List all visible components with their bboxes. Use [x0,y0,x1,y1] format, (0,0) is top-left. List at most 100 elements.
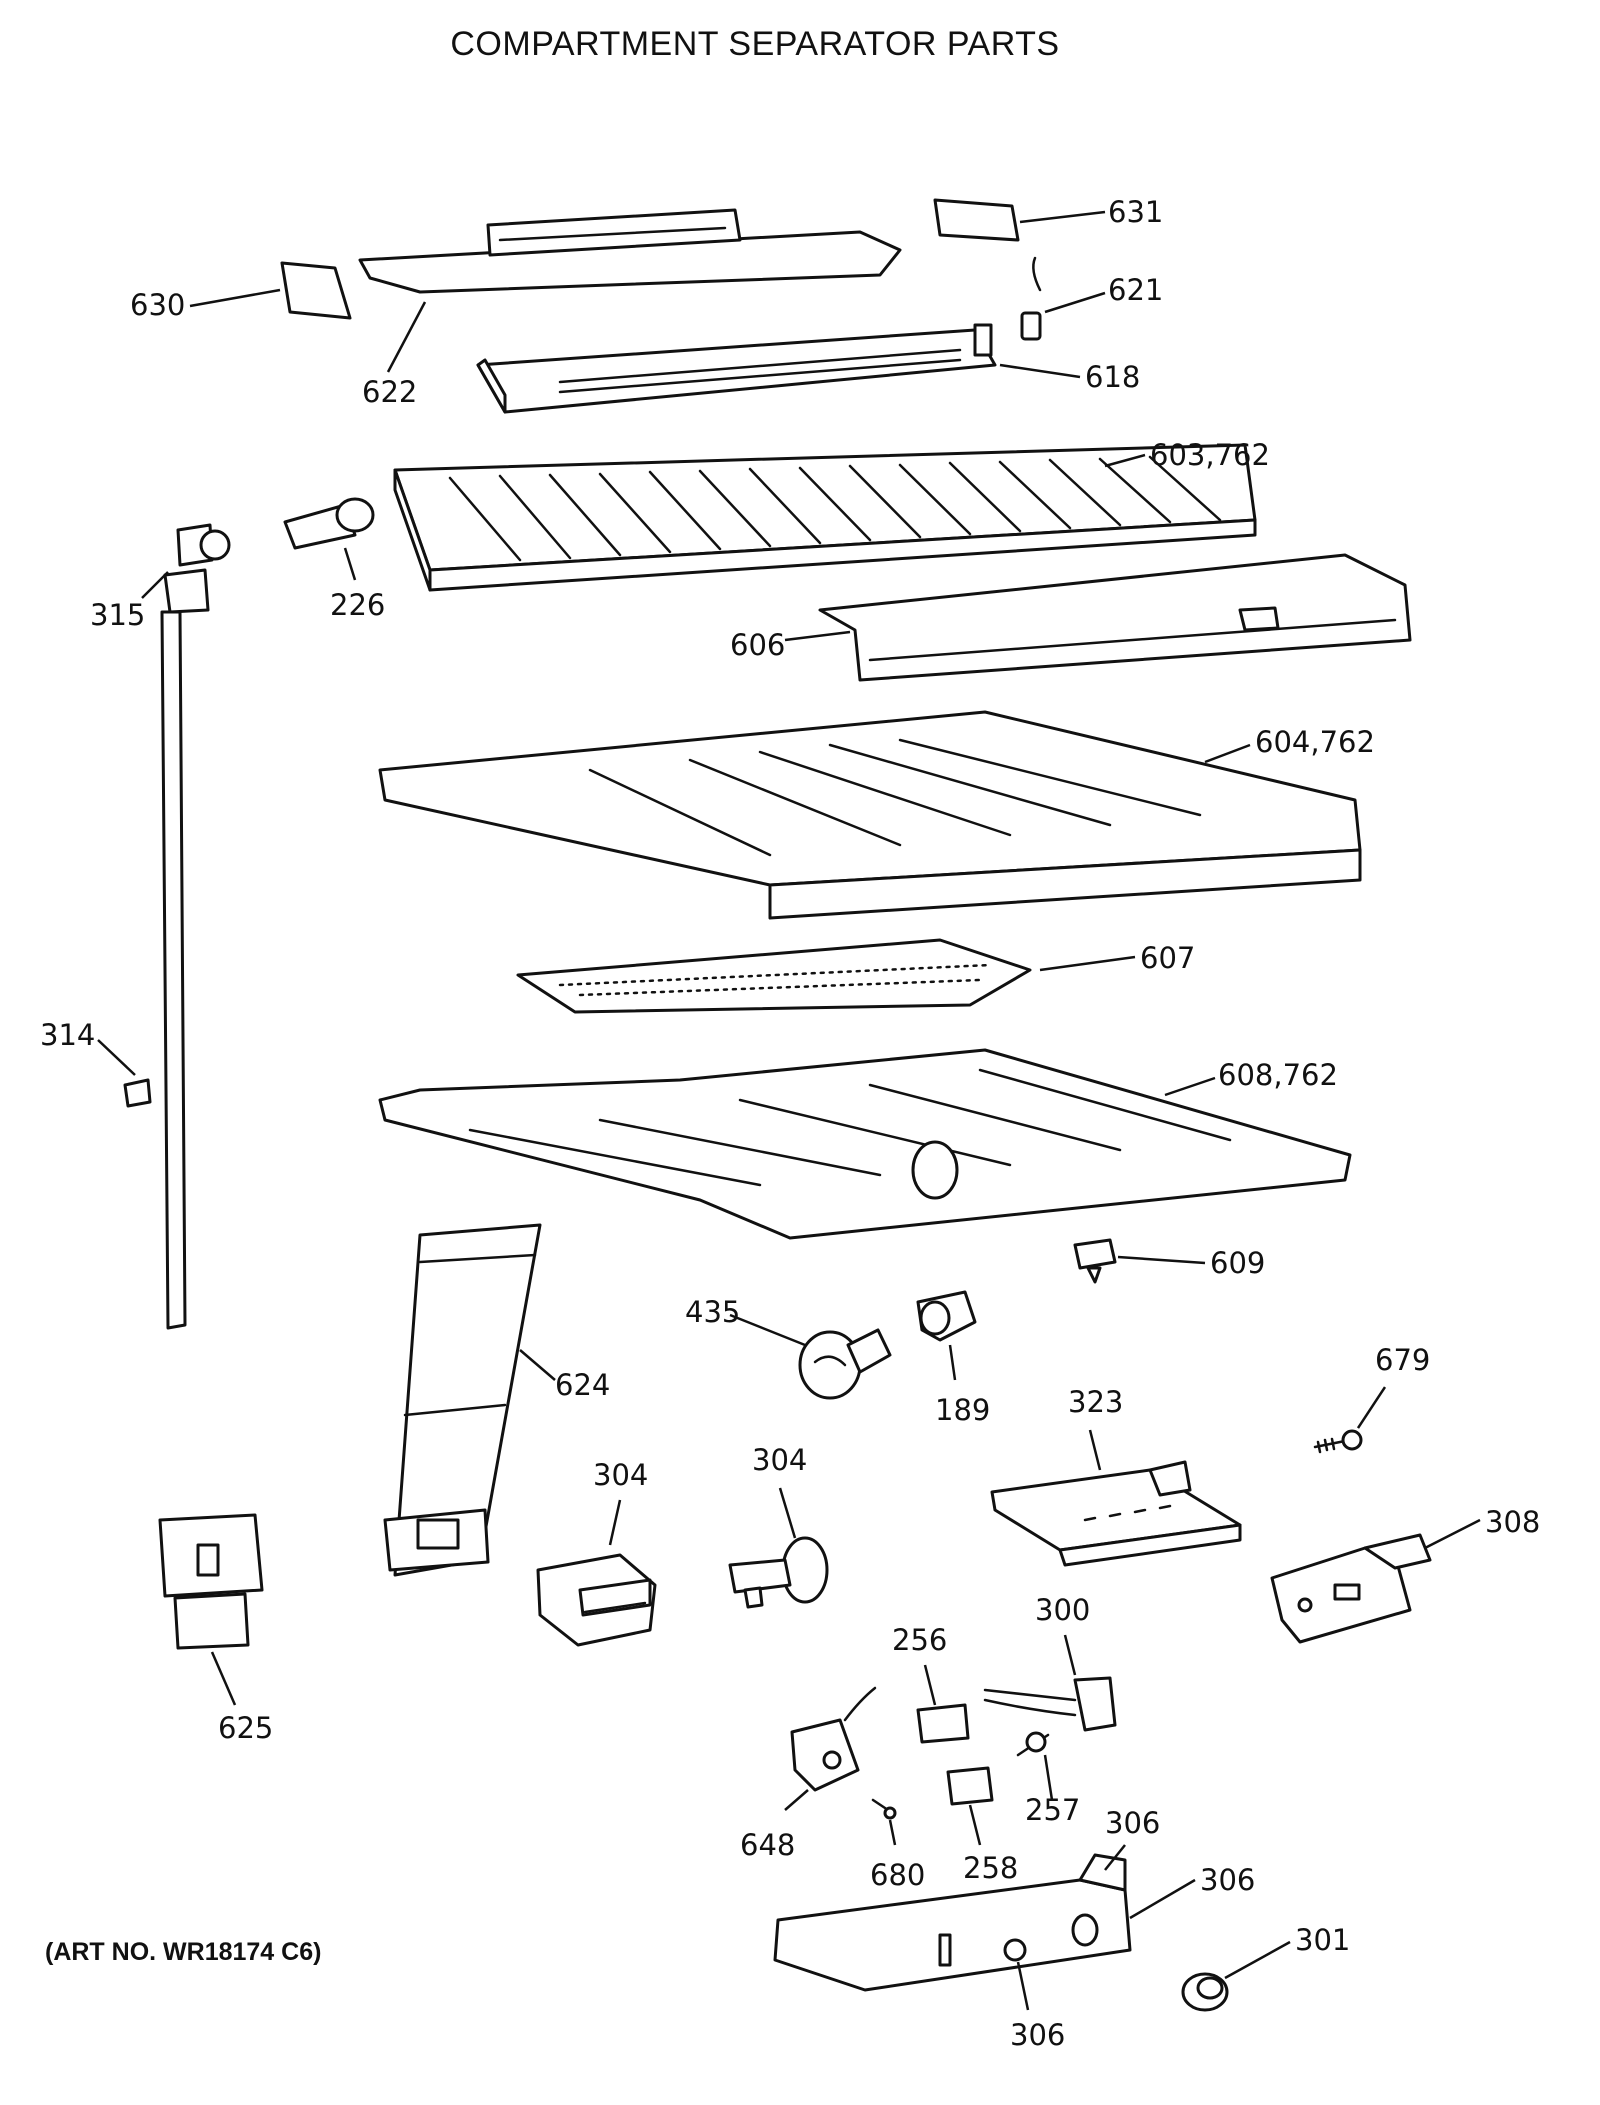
leader-306c [1016,1961,1030,2011]
leader-607 [1039,955,1136,972]
leader-608 [1164,1076,1216,1097]
part-603-shelf [393,443,1257,592]
part-625-switch-housing [158,1513,264,1650]
callout-609: 609 [1210,1246,1265,1280]
part-680-screw [871,1798,897,1820]
callout-304b: 304 [752,1443,807,1477]
leader-226 [343,547,357,581]
callout-226: 226 [330,588,385,622]
callout-603: 603,762 [1150,438,1270,472]
leader-624 [519,1349,556,1381]
part-624-duct [383,1223,542,1577]
leader-189 [948,1344,957,1381]
callout-618: 618 [1085,360,1140,394]
part-435-bulb [798,1328,892,1400]
art-number: (ART NO. WR18174 C6) [45,1938,321,1966]
leader-648 [784,1789,809,1811]
part-315-bracket [163,523,231,614]
leader-304a [608,1499,622,1546]
callout-622: 622 [362,375,417,409]
leader-301 [1224,1940,1291,1980]
leader-679 [1356,1386,1387,1429]
part-256-switch [916,1703,970,1744]
diagram-title: COMPARTMENT SEPARATOR PARTS [450,25,1059,63]
callout-679: 679 [1375,1343,1430,1377]
part-258-cover [946,1766,994,1806]
leader-258 [968,1804,982,1846]
callout-300: 300 [1035,1593,1090,1627]
leader-435 [729,1313,806,1347]
part-607-mat [516,938,1032,1014]
leader-630 [189,288,281,308]
leader-306a [1104,1844,1126,1871]
callout-608: 608,762 [1218,1058,1338,1092]
callout-315: 315 [90,598,145,632]
leader-618 [999,363,1081,379]
leader-603 [1104,453,1146,468]
part-300-switch [983,1676,1117,1732]
callout-314: 314 [40,1018,95,1052]
leader-308 [1424,1518,1481,1550]
callout-606: 606 [730,628,785,662]
leader-631 [1019,210,1106,224]
part-308-mounting-plate [1270,1533,1432,1644]
leader-256 [923,1664,937,1706]
leader-625 [210,1651,237,1706]
callout-189: 189 [935,1393,990,1427]
callout-323: 323 [1068,1385,1123,1419]
callout-604: 604,762 [1255,725,1375,759]
part-630-end-cap [280,261,352,320]
part-304-thermostat [728,1536,829,1609]
leader-257 [1043,1754,1054,1801]
callout-435: 435 [685,1295,740,1329]
part-304-housing [536,1553,657,1647]
part-306-control-panel [773,1853,1132,1992]
part-323-control-housing [990,1460,1242,1567]
part-189-socket [916,1290,977,1342]
leader-314 [97,1039,136,1076]
leader-304b [778,1487,797,1539]
leader-604 [1204,743,1251,764]
callout-306b: 306 [1200,1863,1255,1897]
leader-315 [141,571,169,599]
part-257-screw [1016,1731,1050,1757]
part-226-cam [283,497,375,550]
part-622-top-cover [358,208,902,294]
part-606-trim [818,553,1412,682]
part-679-screw [1313,1429,1363,1454]
part-604-separator [378,710,1362,920]
part-301-knob [1181,1972,1229,2012]
leader-306b [1129,1878,1196,1920]
callout-648: 648 [740,1828,795,1862]
callout-304a: 304 [593,1458,648,1492]
callout-625: 625 [218,1711,273,1745]
leader-609 [1117,1255,1206,1265]
leader-622 [386,301,427,373]
callout-257: 257 [1025,1793,1080,1827]
callout-621: 621 [1108,273,1163,307]
part-609-clip [1073,1238,1117,1284]
callout-624: 624 [555,1368,610,1402]
leader-680 [888,1819,897,1846]
callout-256: 256 [892,1623,947,1657]
callout-630: 630 [130,288,185,322]
leader-323 [1088,1429,1102,1471]
part-618-rail [476,323,997,414]
callout-258: 258 [963,1851,1018,1885]
callout-680: 680 [870,1858,925,1892]
part-631-end-cap [933,198,1020,242]
part-314-clip [123,1078,152,1108]
callout-301: 301 [1295,1923,1350,1957]
callout-306a: 306 [1105,1806,1160,1840]
callout-607: 607 [1140,941,1195,975]
part-648-motor [790,1686,877,1792]
part-314-rod [160,610,187,1330]
callout-631: 631 [1108,195,1163,229]
leader-621 [1044,291,1106,314]
leader-300 [1063,1634,1077,1676]
part-621-connector [1020,256,1042,341]
callout-306c: 306 [1010,2018,1065,2052]
callout-308: 308 [1485,1505,1540,1539]
part-608-separator [378,1048,1352,1240]
